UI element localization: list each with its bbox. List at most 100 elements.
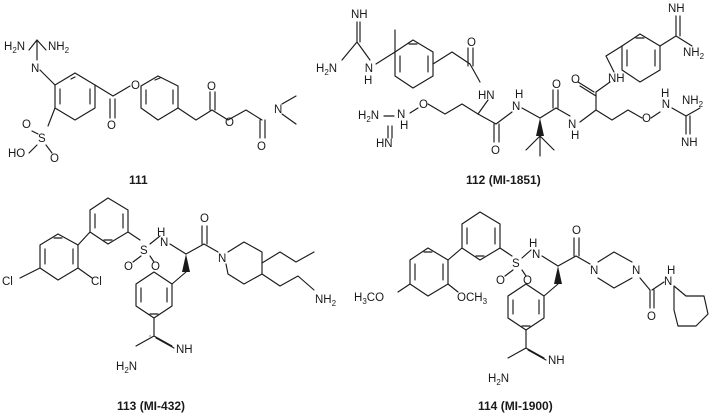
atom-o: O <box>257 141 266 153</box>
atom-cl: Cl <box>91 276 102 288</box>
bond-amidine-double <box>155 337 175 349</box>
ring-bonds <box>135 271 173 319</box>
atom-n: N <box>397 109 405 121</box>
bond-carbonyl <box>552 89 559 109</box>
ring-double-bonds <box>466 227 496 257</box>
atom-o: O <box>200 213 209 225</box>
wedge-bond <box>536 118 544 136</box>
ring-bonds <box>54 72 96 121</box>
bond <box>469 63 481 83</box>
atom-nh: NH <box>176 344 193 356</box>
atom-o: O <box>131 80 140 92</box>
atom-o: O <box>523 275 532 287</box>
bond <box>650 111 661 119</box>
compound-113: Cl Cl S O O H N O NH H2N N NH2 113 (M <box>2 197 337 413</box>
bond <box>495 111 513 125</box>
bond <box>499 247 513 257</box>
bond-amidine <box>659 15 693 47</box>
ring-double-bonds <box>399 43 429 73</box>
bond <box>132 255 155 263</box>
bond-chain <box>261 273 315 291</box>
bond <box>77 267 93 279</box>
bond-carbonyl <box>573 237 580 257</box>
atom-nh: NH <box>661 88 670 111</box>
atom-cl: Cl <box>2 276 13 288</box>
bond-chain <box>427 103 479 115</box>
bond-carbonyl <box>259 119 266 139</box>
bond <box>477 113 497 125</box>
bond-chain <box>261 251 315 264</box>
atom-n: N <box>274 104 282 116</box>
bond <box>127 231 141 241</box>
caption-112: 112 (MI-1851) <box>466 173 541 187</box>
bond <box>671 107 701 135</box>
atom-n: N <box>664 276 672 288</box>
bond <box>169 243 205 255</box>
atom-o: O <box>647 311 656 323</box>
atom-s: S <box>512 258 520 270</box>
bond <box>575 255 591 265</box>
bond <box>595 81 611 93</box>
ring-double-bonds <box>140 287 168 315</box>
bond <box>77 231 91 246</box>
atom-o: O <box>491 145 500 157</box>
bond <box>543 283 559 297</box>
ring-cyclohexyl <box>673 285 709 327</box>
caption-114: 114 (MI-1900) <box>478 399 553 413</box>
bond-methyl <box>281 95 297 125</box>
atom-h: H <box>157 227 165 239</box>
atom-s: S <box>140 245 148 257</box>
atom-nh2: NH2 <box>315 294 337 308</box>
atom-o: O <box>50 153 59 165</box>
atom-nh: NH <box>351 9 368 21</box>
compound-114: H3CO OCH3 S O O H N O NH H2N N N O N <box>354 211 709 413</box>
atom-nh: NH <box>608 73 625 85</box>
atom-n: N <box>512 101 520 113</box>
atom-n: N <box>160 237 168 249</box>
bond-carbonyl <box>201 225 208 245</box>
atom-o: O <box>22 119 31 131</box>
ring-double-bonds <box>145 77 174 105</box>
atom-h2n: H2N <box>488 373 509 387</box>
bond <box>39 69 56 86</box>
bond <box>171 271 187 285</box>
wedge-bond <box>554 266 562 284</box>
bond-tbutyl <box>525 135 555 157</box>
atom-h: H <box>529 238 537 250</box>
ring-bonds <box>39 233 79 281</box>
ring-bonds <box>394 39 434 89</box>
atom-nh: NH <box>681 137 698 149</box>
bond-carbonyl <box>209 91 216 111</box>
bond-chain <box>579 109 643 123</box>
atom-nh2: NH2 <box>682 95 704 109</box>
atom-o: O <box>552 79 561 91</box>
atom-h2n: H2N <box>358 110 379 124</box>
bond <box>341 21 371 61</box>
atom-nh2: NH2 <box>48 41 70 55</box>
ring-bonds <box>225 241 263 285</box>
atom-o: O <box>496 275 505 287</box>
atom-n: N <box>218 253 226 265</box>
atom-n: N <box>31 63 39 75</box>
atom-o: O <box>419 99 428 111</box>
ring-double-bonds <box>59 76 91 105</box>
atom-h: H <box>515 89 523 101</box>
bond <box>203 243 219 253</box>
bond-chain <box>177 107 263 121</box>
ring-bonds <box>621 33 661 83</box>
compound-111: H2N NH2 N O O S HO O O O O O N 111 <box>4 39 297 187</box>
bond <box>28 130 53 154</box>
atom-o: O <box>571 74 580 86</box>
wedge-bond <box>182 254 190 272</box>
atom-n: N <box>590 265 598 277</box>
bond-carbonyl <box>577 81 597 97</box>
bond <box>149 235 161 245</box>
bond <box>477 99 489 115</box>
ring-double-bonds <box>414 251 444 281</box>
caption-113: 113 (MI-432) <box>117 399 185 413</box>
atom-nh: NH <box>668 3 685 15</box>
bond <box>47 107 56 127</box>
